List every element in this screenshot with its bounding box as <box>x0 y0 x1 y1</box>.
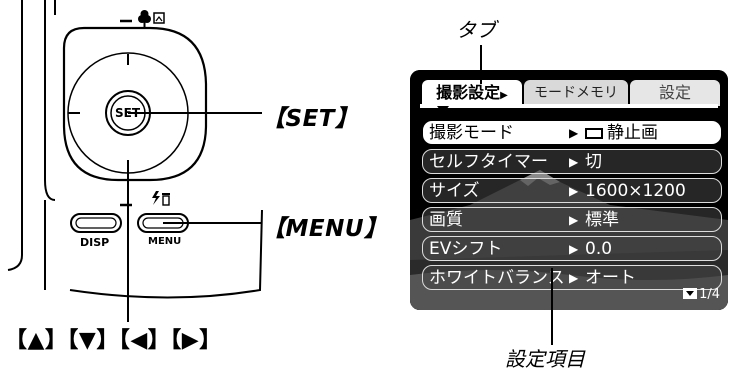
row-arrow-icon: ▶ <box>569 213 579 227</box>
row-value: 1600×1200 <box>585 181 686 201</box>
menu-row-size[interactable]: サイズ ▶ 1600×1200 <box>422 178 722 203</box>
disp-button-label: DISP <box>80 236 110 249</box>
menu-row-shooting-mode[interactable]: 撮影モード ▶ 静止画 <box>422 120 722 145</box>
row-label: EVシフト <box>429 239 503 259</box>
tab-settings[interactable]: 設定 <box>628 78 722 106</box>
playback-icon <box>153 12 165 24</box>
menu-row-self-timer[interactable]: セルフタイマー ▶ 切 <box>422 149 722 174</box>
tab-pointer-icon <box>437 106 449 114</box>
row-arrow-icon: ▶ <box>569 271 579 285</box>
page-indicator: 1/4 <box>683 287 720 302</box>
row-arrow-icon: ▶ <box>569 184 579 198</box>
row-value: 静止画 <box>585 121 658 146</box>
row-arrow-icon: ▶ <box>569 242 579 256</box>
still-frame-icon <box>585 128 603 139</box>
page-down-icon <box>683 288 698 299</box>
row-label: サイズ <box>429 181 480 201</box>
flash-icon <box>152 191 160 205</box>
row-value: オート <box>585 268 636 288</box>
row-label: 画質 <box>429 210 463 230</box>
callout-tab: タブ <box>456 18 496 42</box>
menu-row-ev-shift[interactable]: EVシフト ▶ 0.0 <box>422 236 722 261</box>
menu-row-quality[interactable]: 画質 ▶ 標準 <box>422 207 722 232</box>
tab-shooting-settings[interactable]: 撮影設定▶ <box>420 78 524 106</box>
tab-strip <box>420 104 718 108</box>
row-label: ホワイトバランス <box>429 268 565 288</box>
row-arrow-icon: ▶ <box>569 126 579 140</box>
tab-mode-memory[interactable]: モードメモリ <box>522 78 630 106</box>
arrow-keys-label: 【▲】【▼】【◀】【▶】 <box>5 328 222 353</box>
callout-setting-item: 設定項目 <box>505 347 585 371</box>
row-arrow-icon: ▶ <box>569 155 579 169</box>
row-value: 切 <box>585 152 602 172</box>
trash-icon <box>162 193 170 206</box>
set-key-label: 【SET】 <box>262 106 359 132</box>
row-value: 0.0 <box>585 239 613 259</box>
row-label: セルフタイマー <box>429 152 548 172</box>
menu-key-label: 【MENU】 <box>262 216 388 242</box>
camera-body-diagram <box>7 0 263 322</box>
set-button-label: SET <box>115 106 141 120</box>
row-label: 撮影モード <box>429 123 514 143</box>
menu-button-label: MENU <box>148 236 182 247</box>
lcd-menu-screen: 撮影設定▶ モードメモリ 設定 撮影モード ▶ 静止画 セルフタイマー ▶ 切 … <box>410 70 728 310</box>
macro-icon <box>138 10 151 27</box>
row-value: 標準 <box>585 210 619 230</box>
menu-row-white-balance[interactable]: ホワイトバランス ▶ オート <box>422 265 722 290</box>
tab-arrow-icon: ▶ <box>500 90 508 101</box>
